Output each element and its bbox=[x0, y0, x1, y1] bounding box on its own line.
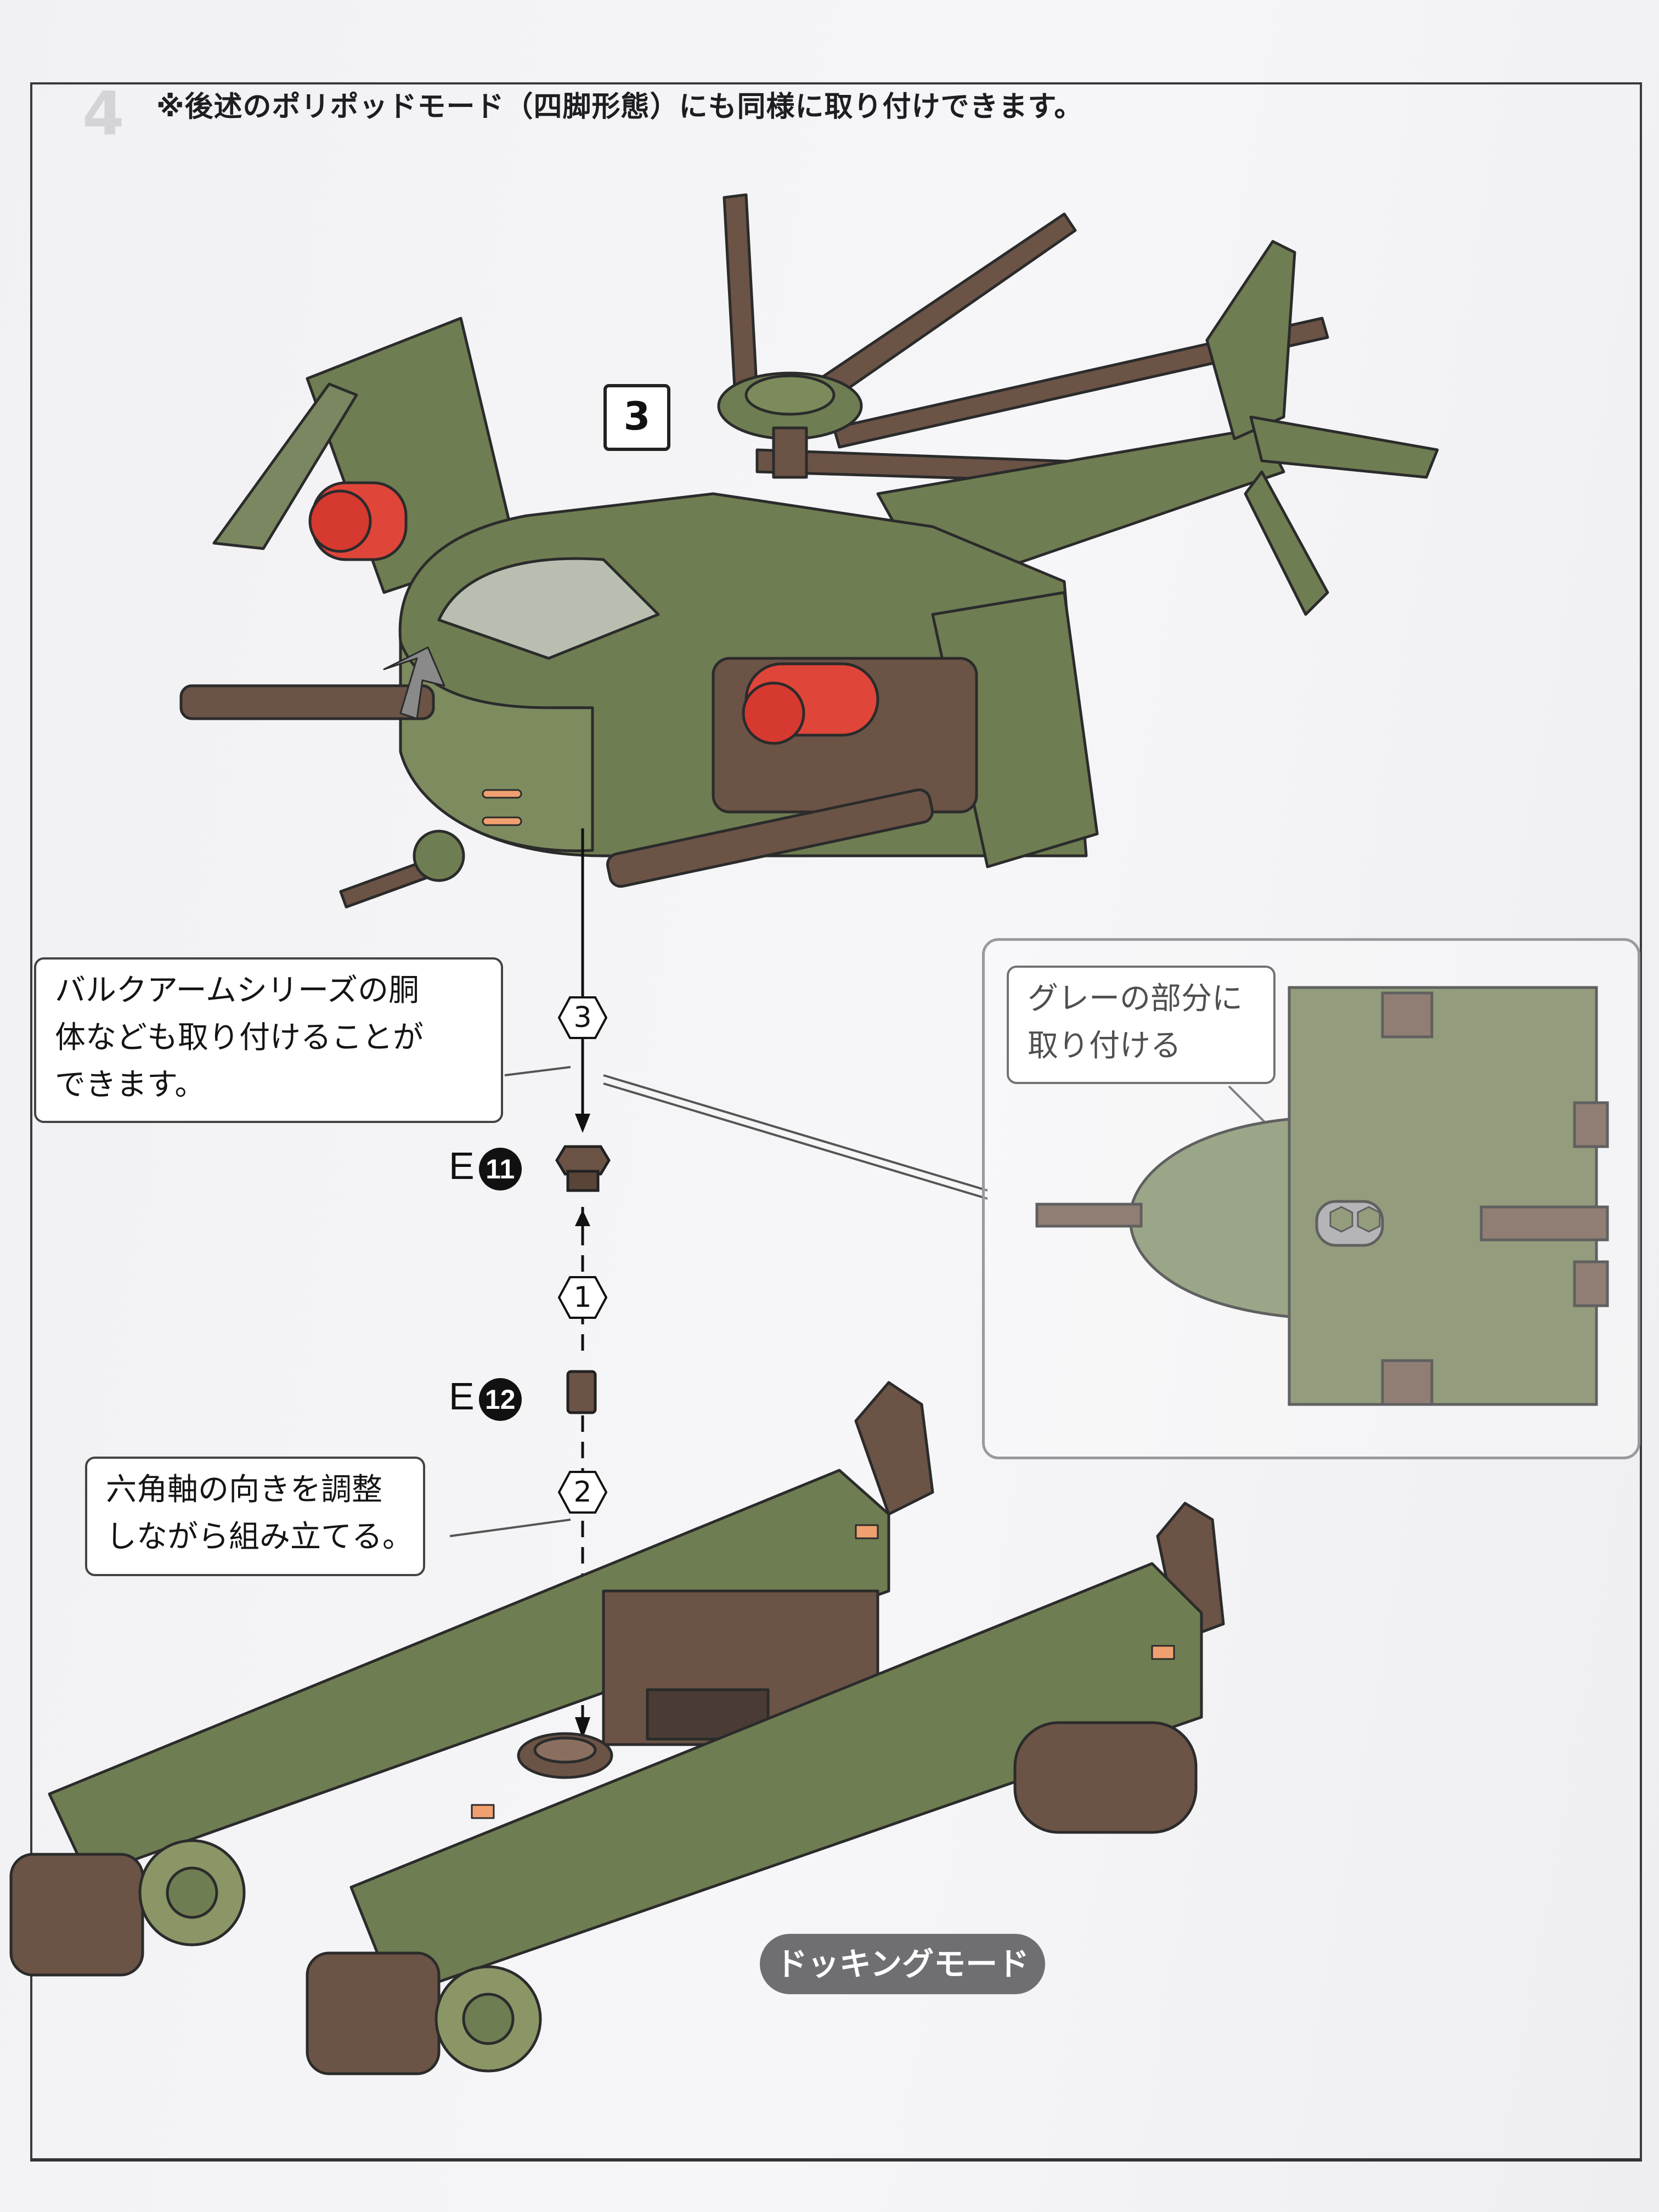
step-number: 4 bbox=[82, 78, 125, 149]
callout-text-line: 取り付ける bbox=[1028, 1028, 1181, 1064]
callout-hex-axis: 六角軸の向きを調整 しながら組み立てる。 bbox=[85, 1457, 425, 1576]
step-marker-1: 1 bbox=[558, 1276, 607, 1319]
callout-bulk-arms: バルクアームシリーズの胴 体なども取り付けることが できます。 bbox=[34, 957, 503, 1123]
callout-gray-part: グレーの部分に 取り付ける bbox=[1007, 966, 1276, 1084]
part-number-badge: 12 bbox=[478, 1378, 522, 1421]
callout-text-line: 六角軸の向きを調整 bbox=[106, 1472, 382, 1508]
callout-text-line: バルクアームシリーズの胴 bbox=[55, 973, 420, 1008]
part-number-badge: 11 bbox=[478, 1147, 522, 1190]
docking-vehicle-illustration bbox=[9, 1381, 1225, 2075]
inset-underside-illustration bbox=[1035, 986, 1609, 1406]
header-note: ※後述のポリポッドモード（四脚形態）にも同様に取り付けできます。 bbox=[156, 91, 1084, 123]
step-marker-text: 1 bbox=[573, 1281, 592, 1314]
step-marker-text: 2 bbox=[573, 1476, 592, 1509]
step-marker-3: 3 bbox=[558, 996, 607, 1040]
runner-letter: E bbox=[449, 1375, 475, 1418]
callout-text-line: 体なども取り付けることが bbox=[55, 1020, 424, 1056]
part-e11-shape bbox=[555, 1145, 611, 1192]
callout-text-line: グレーの部分に bbox=[1028, 981, 1243, 1017]
step-marker-text: 3 bbox=[573, 1001, 592, 1034]
helicopter-illustration bbox=[179, 193, 1439, 909]
part-e12-shape bbox=[566, 1370, 597, 1414]
callout-text-line: しながら組み立てる。 bbox=[106, 1519, 413, 1555]
mode-label-pill: ドッキングモード bbox=[760, 1934, 1045, 1994]
runner-letter: E bbox=[449, 1144, 475, 1187]
page-frame bbox=[30, 82, 1642, 2162]
subassembly-number: 3 bbox=[603, 384, 670, 451]
inset-detail-frame bbox=[982, 938, 1640, 1459]
callout-text-line: できます。 bbox=[55, 1067, 206, 1103]
step-marker-2: 2 bbox=[558, 1470, 607, 1514]
